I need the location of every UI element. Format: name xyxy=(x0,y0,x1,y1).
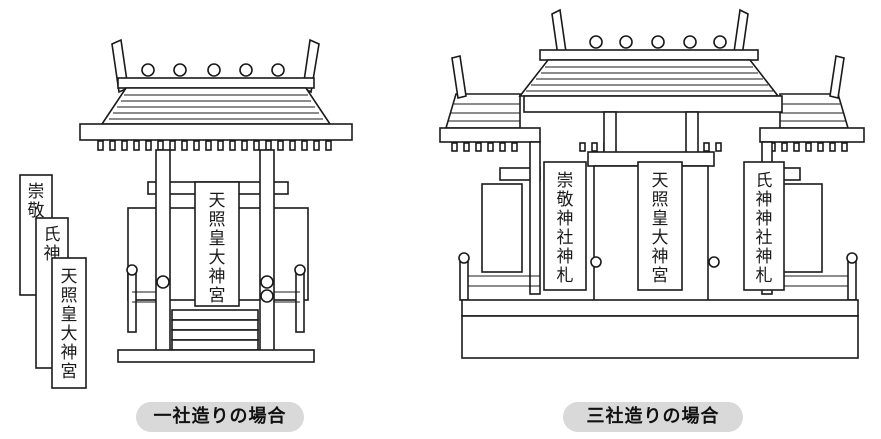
stacked-ofuda-group: 崇敬 氏神 天照皇大神宮 xyxy=(19,174,87,389)
left-pillar xyxy=(155,149,171,361)
central-ofuda-text: 天照皇大神宮 xyxy=(209,191,226,306)
ofuda-sukei-text: 崇敬 xyxy=(28,182,45,221)
right-pillar xyxy=(259,149,275,361)
caption-triple-shrine: 三社造りの場合 xyxy=(563,402,743,432)
left-rafter-ends xyxy=(97,140,332,151)
single-shrine-drawing: 天照皇大神宮 xyxy=(79,38,353,363)
central-ofuda xyxy=(194,181,240,307)
ofuda-amaterasu-text: 天照皇大神宮 xyxy=(61,267,78,382)
right-side-roof xyxy=(779,93,850,129)
roof-ornament-circles xyxy=(141,63,285,77)
triple-shrine-drawing: 崇敬神社神札 天照皇大神宮 氏神神社神札 xyxy=(439,8,865,359)
caption-single-shrine: 一社造りの場合 xyxy=(136,402,304,432)
right-roof-ornament-circles xyxy=(589,35,727,49)
right-right-ofuda xyxy=(743,161,785,291)
left-side-roof xyxy=(444,93,521,129)
right-center-ofuda xyxy=(637,161,683,291)
right-center-ofuda-text: 天照皇大神宮 xyxy=(652,171,669,286)
right-right-ofuda-text: 氏神神社神札 xyxy=(756,171,773,286)
right-left-ofuda-text: 崇敬神社神札 xyxy=(557,171,574,286)
right-rafter-ends xyxy=(451,142,848,152)
ofuda-amaterasu xyxy=(51,257,87,389)
right-finial-left xyxy=(551,8,567,58)
right-left-ofuda xyxy=(543,161,587,291)
right-finial-right xyxy=(733,8,749,58)
left-stairs xyxy=(171,309,259,351)
